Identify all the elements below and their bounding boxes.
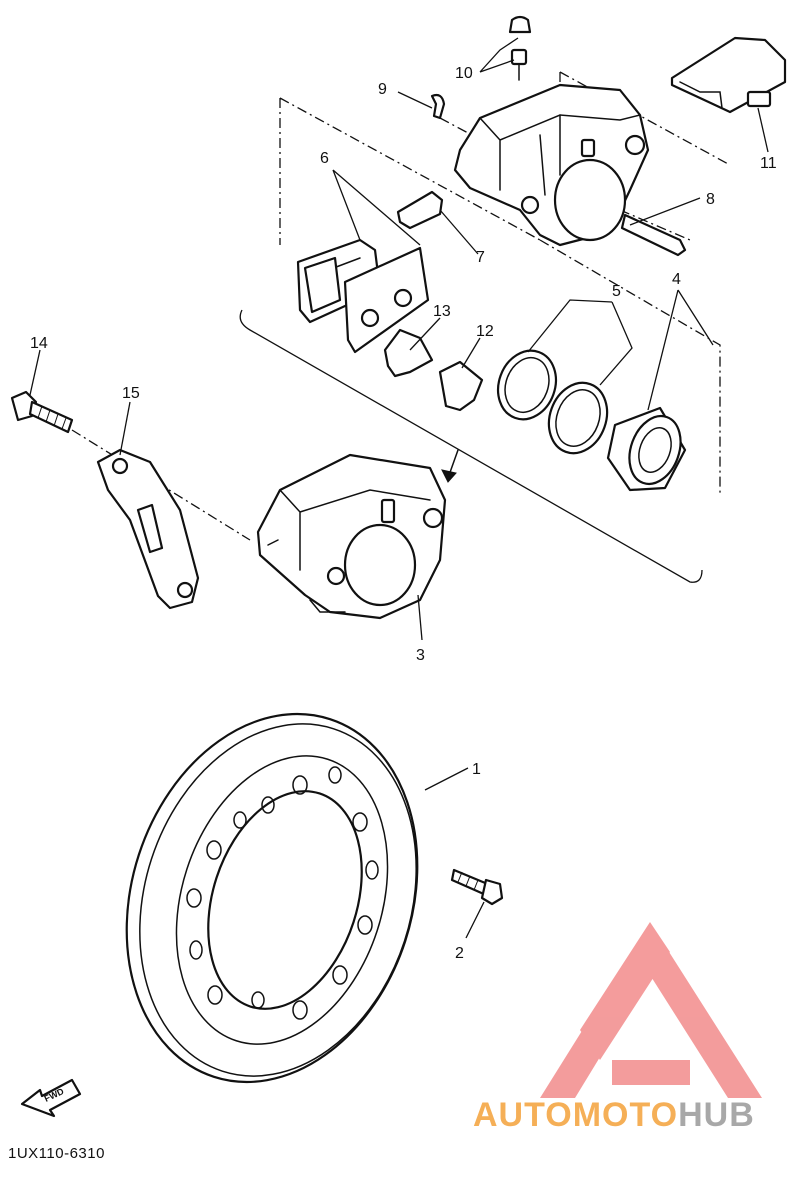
callout-12: 12 xyxy=(476,323,494,340)
watermark-brand-hub: HUB xyxy=(678,1096,755,1134)
callout-2: 2 xyxy=(455,945,464,962)
watermark-logo-icon xyxy=(540,922,762,1098)
callout-3: 3 xyxy=(416,647,425,664)
callout-14: 14 xyxy=(30,335,48,352)
callout-numbers: 1 2 3 4 5 6 7 8 9 10 11 12 13 14 15 xyxy=(30,65,777,962)
fwd-arrow-icon xyxy=(20,1078,82,1118)
callout-15: 15 xyxy=(122,385,140,402)
callout-6: 6 xyxy=(320,150,329,167)
upper-caliper-assembly xyxy=(279,15,787,495)
callout-4: 4 xyxy=(672,271,681,288)
callout-13: 13 xyxy=(433,303,451,320)
bolt-and-bracket xyxy=(10,390,251,610)
brake-disc xyxy=(125,712,419,1084)
watermark-brand-auto: AUTO xyxy=(473,1096,573,1134)
callout-7: 7 xyxy=(476,249,485,266)
callout-1: 1 xyxy=(472,761,481,778)
fwd-arrow: FWD xyxy=(20,1078,82,1118)
callout-9: 9 xyxy=(378,81,387,98)
caliper-assembled xyxy=(256,453,447,620)
disc-bolt xyxy=(450,868,504,906)
automotohub-watermark: AUTOMOTOHUB xyxy=(473,922,762,1134)
callout-11: 11 xyxy=(760,155,777,172)
brake-pads-and-springs xyxy=(296,190,484,412)
callout-8: 8 xyxy=(706,191,715,208)
callout-5: 5 xyxy=(612,283,621,300)
callout-10: 10 xyxy=(455,65,473,82)
seals-and-piston xyxy=(496,349,687,492)
watermark-brand-moto: MOTO xyxy=(573,1096,678,1134)
diagram-code: 1UX110-6310 xyxy=(8,1145,105,1162)
leader-lines xyxy=(29,37,769,939)
watermark-brand: AUTOMOTOHUB xyxy=(473,1096,755,1134)
disc-holes xyxy=(186,766,379,1020)
group-boundary-line xyxy=(239,309,703,583)
